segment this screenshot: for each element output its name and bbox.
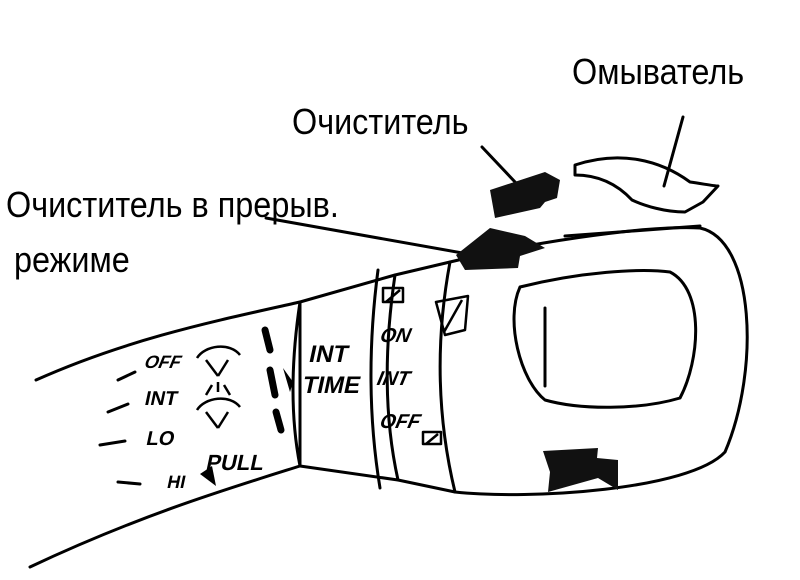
position-tick-int xyxy=(106,402,130,414)
leader-intermittent xyxy=(264,216,470,256)
leader-washer xyxy=(662,115,685,188)
knob-label-int: INT xyxy=(375,368,413,390)
rear-washer-icon xyxy=(421,430,443,446)
leader-wiper xyxy=(480,145,518,185)
stalk-label-off: OFF xyxy=(143,352,184,372)
rear-wiper-icon xyxy=(381,286,405,304)
int-time-line1: INT xyxy=(307,341,351,368)
lower-arrow-button xyxy=(543,448,618,492)
stalk-label-hi: HI xyxy=(165,472,187,492)
wiper-icon xyxy=(195,345,241,377)
stalk-ring-2 xyxy=(393,260,457,494)
stalk-ring-1 xyxy=(291,300,302,468)
label-intermittent-line1: Очиститель в прерыв. xyxy=(6,184,339,225)
int-time-line2: TIME xyxy=(300,372,363,399)
wiper-button xyxy=(490,172,560,218)
knob-label-off: OFF xyxy=(378,411,423,433)
knob-label-on: ON xyxy=(378,325,413,347)
position-tick-hi xyxy=(116,480,142,486)
intermittent-button xyxy=(456,228,545,270)
hi-icon xyxy=(200,466,216,486)
washer-tab xyxy=(573,156,720,214)
stalk-label-lo: LO xyxy=(144,428,176,450)
label-intermittent-line2: режиме xyxy=(14,239,130,280)
washer-icon xyxy=(195,382,241,429)
position-tick-off xyxy=(116,370,137,382)
stalk-label-pull: PULL xyxy=(204,450,267,475)
label-wiper: Очиститель xyxy=(292,101,469,142)
label-washer: Омыватель xyxy=(572,51,745,92)
stalk-label-int: INT xyxy=(143,388,180,410)
stalk-end-cap xyxy=(448,226,749,497)
window-icon xyxy=(434,294,470,337)
arrow-icon xyxy=(283,368,293,392)
position-tick-lo xyxy=(98,439,127,447)
